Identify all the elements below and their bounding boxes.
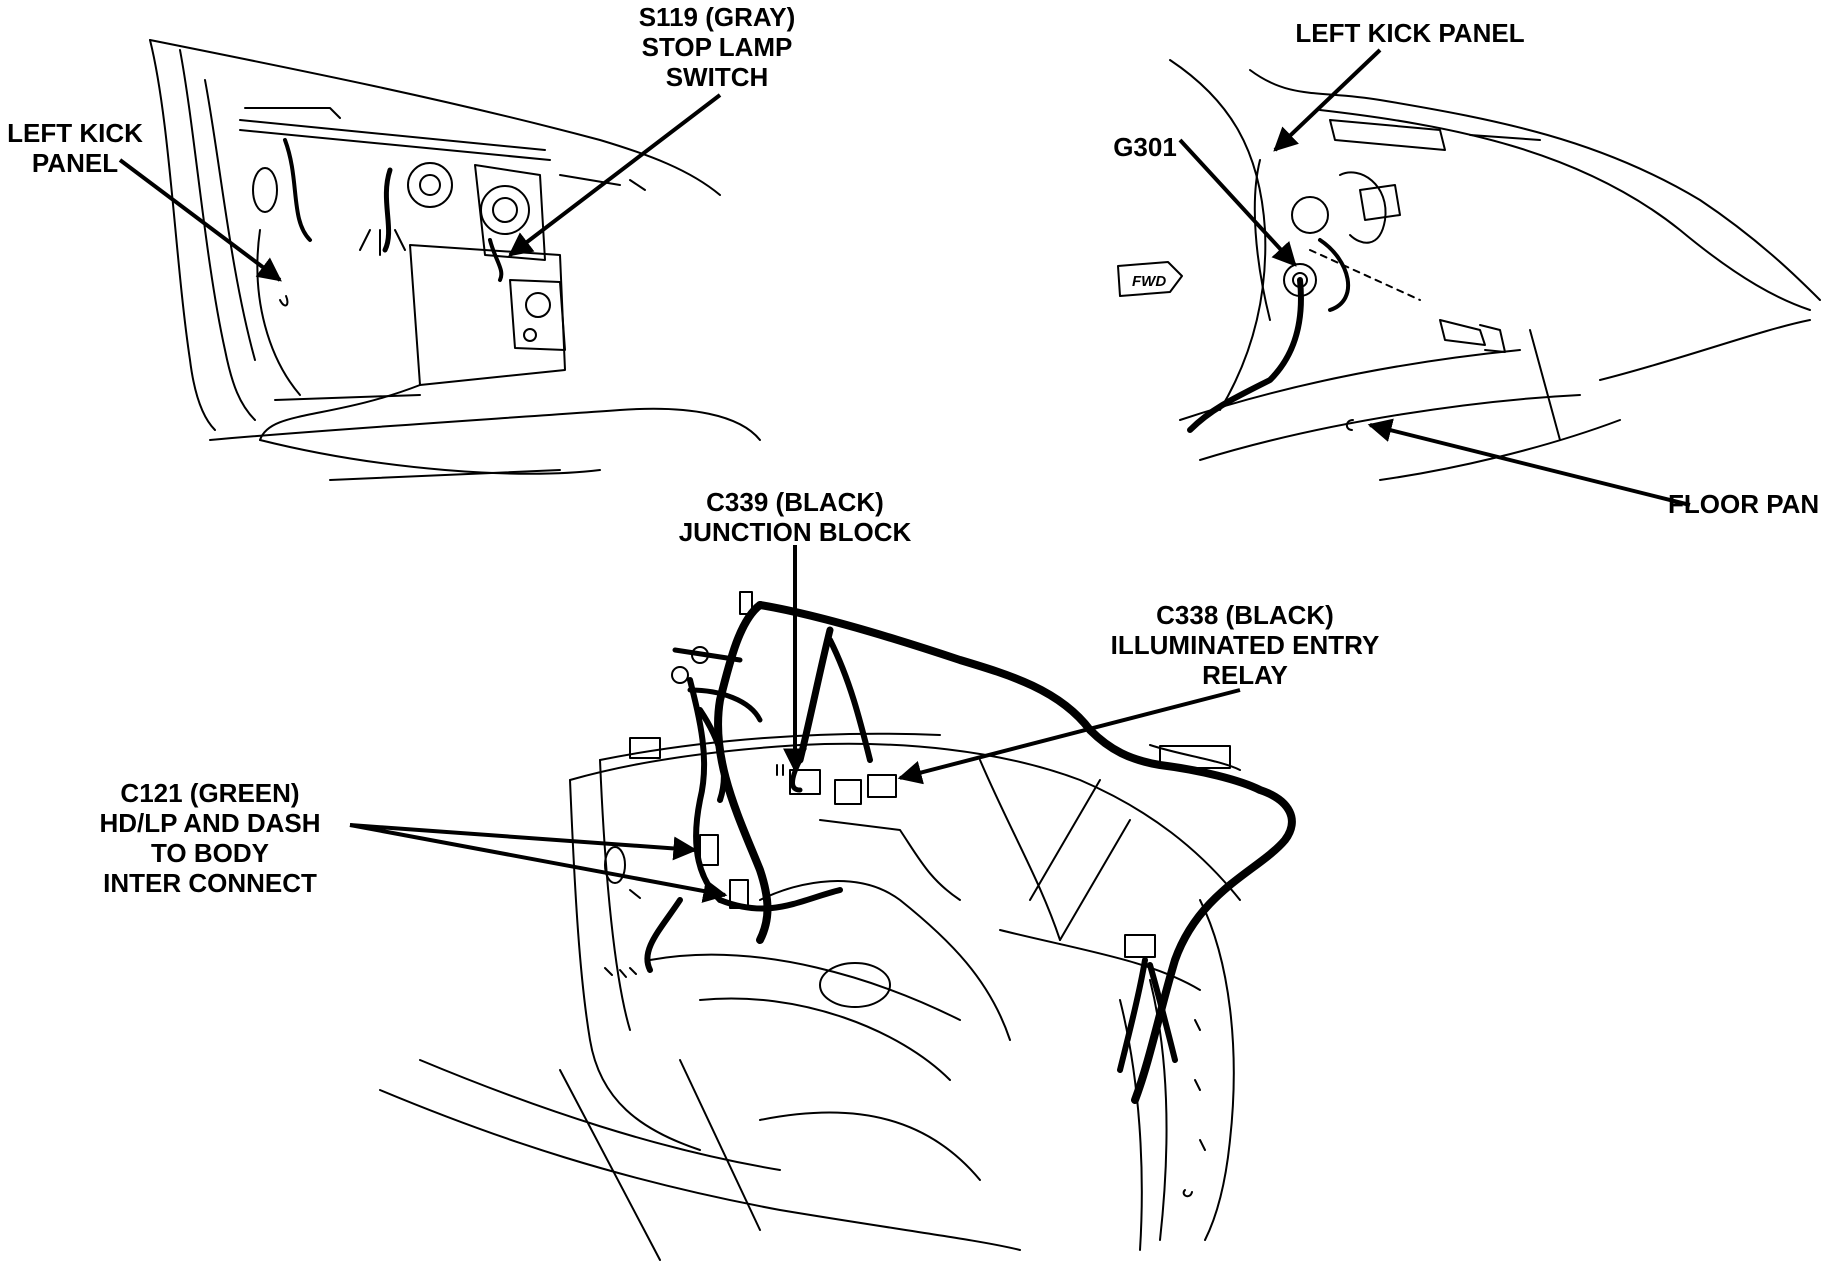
label-c339: C339 (BLACK) JUNCTION BLOCK bbox=[678, 487, 912, 547]
arrow-c121-lower bbox=[349, 823, 728, 903]
view-top-left bbox=[149, 39, 761, 481]
arrow-left-kick-panel-top-left bbox=[118, 158, 282, 282]
view-top-right bbox=[1117, 59, 1821, 481]
arrow-left-kick-panel-top-right bbox=[1273, 48, 1382, 152]
leader-arrows bbox=[118, 48, 1691, 903]
arrow-stop-lamp-switch bbox=[508, 93, 722, 257]
label-left-kick-panel-top-left: LEFT KICK PANEL bbox=[7, 118, 143, 178]
label-left-kick-panel-top-right: LEFT KICK PANEL bbox=[1295, 18, 1525, 48]
view-bottom bbox=[379, 591, 1296, 1261]
label-floor-pan: FLOOR PAN bbox=[1668, 489, 1820, 519]
label-stop-lamp-switch: S119 (GRAY) STOP LAMP SWITCH bbox=[638, 2, 796, 92]
label-c121: C121 (GREEN) HD/LP AND DASH TO BODY INTE… bbox=[99, 778, 321, 898]
arrow-c121-upper bbox=[349, 823, 698, 861]
label-g301: G301 bbox=[1113, 132, 1177, 162]
label-c338: C338 (BLACK) ILLUMINATED ENTRY RELAY bbox=[1110, 600, 1380, 690]
arrow-floor-pan bbox=[1367, 418, 1691, 507]
arrow-g301 bbox=[1178, 138, 1297, 267]
fwd-badge: FWD bbox=[1132, 273, 1166, 290]
arrow-c338 bbox=[897, 688, 1241, 785]
